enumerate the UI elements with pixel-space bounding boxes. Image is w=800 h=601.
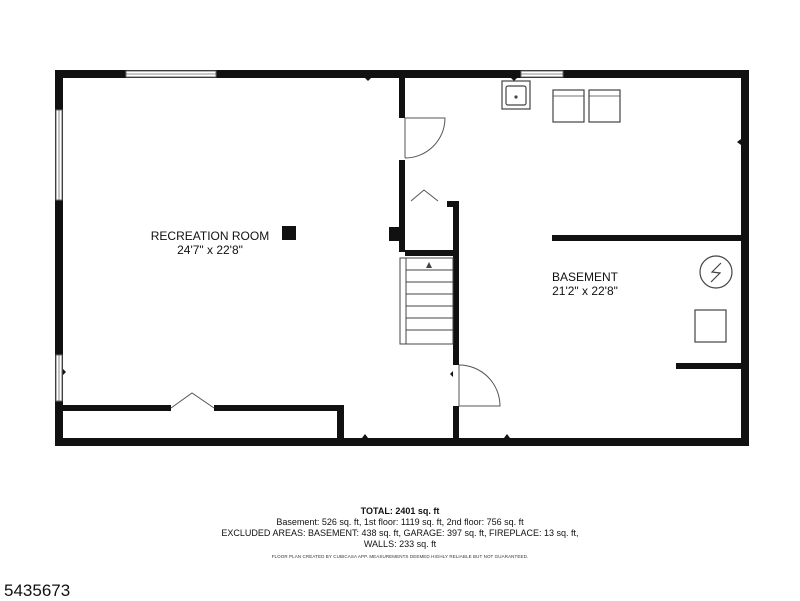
room-name: RECREATION ROOM bbox=[150, 229, 270, 243]
listing-id: 5435673 bbox=[4, 581, 71, 600]
washer-icon bbox=[552, 89, 585, 123]
room-name: BASEMENT bbox=[551, 270, 618, 284]
area-summary: TOTAL: 2401 sq. ft Basement: 526 sq. ft,… bbox=[0, 506, 800, 550]
outer-walls bbox=[55, 70, 749, 446]
dryer-icon bbox=[588, 89, 621, 123]
room-dimensions: 24'7" x 22'8" bbox=[177, 243, 243, 257]
stair-up-arrow-icon bbox=[426, 262, 432, 268]
excluded-areas: EXCLUDED AREAS: BASEMENT: 438 sq. ft, GA… bbox=[221, 528, 579, 538]
staircase bbox=[399, 257, 454, 345]
utility-box-icon bbox=[694, 309, 727, 343]
column-icon bbox=[389, 227, 401, 241]
door-swing-upper bbox=[404, 117, 446, 159]
column-icon bbox=[282, 226, 296, 240]
plan-credit: FLOOR PLAN CREATED BY CUBICASA APP. MEAS… bbox=[271, 554, 529, 559]
room-dimensions: 21'2" x 22'8" bbox=[552, 284, 618, 298]
door-swing-lower bbox=[458, 364, 501, 407]
room-label-basement: BASEMENT 21'2" x 22'8" bbox=[505, 270, 665, 298]
windows bbox=[55, 70, 564, 402]
electrical-panel-icon bbox=[699, 255, 733, 289]
interior-walls bbox=[63, 78, 741, 438]
total-area: TOTAL: 2401 sq. ft bbox=[360, 506, 440, 516]
sink-icon bbox=[501, 80, 531, 110]
wall-markers bbox=[63, 78, 741, 438]
bifold-door-closet bbox=[410, 189, 439, 202]
room-label-recreation: RECREATION ROOM 24'7" x 22'8" bbox=[120, 229, 300, 257]
bifold-door-left bbox=[170, 392, 215, 409]
doors bbox=[170, 117, 501, 409]
floor-areas: Basement: 526 sq. ft, 1st floor: 1119 sq… bbox=[276, 517, 524, 527]
walls-area: WALLS: 233 sq. ft bbox=[363, 539, 437, 549]
